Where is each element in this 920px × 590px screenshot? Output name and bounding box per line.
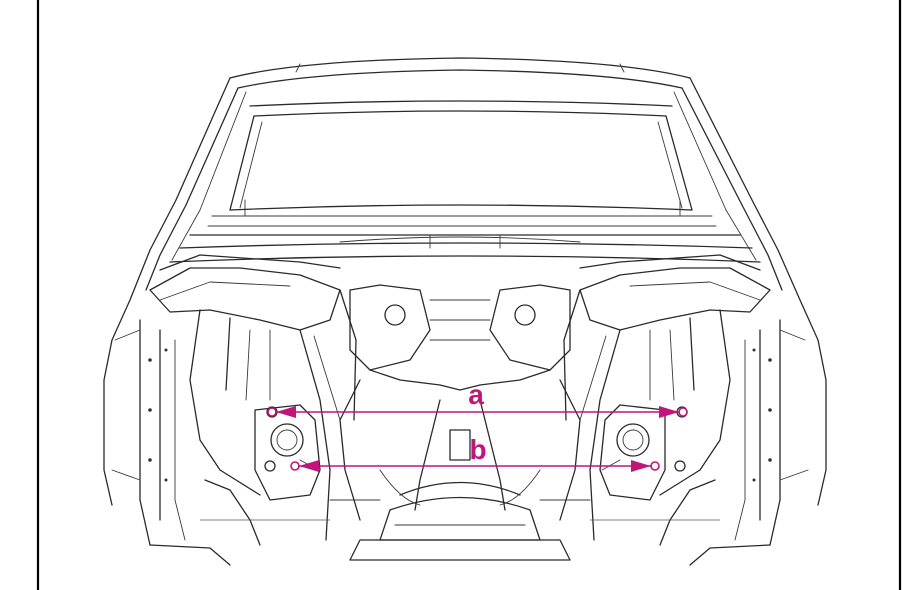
- a-pillar-right: [725, 199, 827, 506]
- center-tunnel: [349, 399, 571, 561]
- measurement-b: b: [290, 434, 660, 472]
- left-suspension-mount: [254, 404, 321, 501]
- right-suspension-mount: [599, 404, 688, 501]
- right-strut-tower: [563, 267, 771, 541]
- right-body-side: [689, 319, 809, 566]
- label-a: a: [468, 379, 484, 410]
- left-body-side: [111, 319, 231, 566]
- a-pillar-left: [103, 199, 201, 506]
- left-strut-tower: [149, 267, 357, 541]
- endpoint-b-right: [650, 461, 660, 471]
- endpoint-b-left: [290, 461, 300, 471]
- endpoint-a-right: [678, 407, 688, 417]
- arrowhead-a-right: [659, 406, 679, 418]
- cowl-panel: [159, 234, 761, 271]
- arrowhead-a-left: [276, 406, 296, 418]
- arrowhead-b-left: [299, 460, 319, 472]
- endpoint-a-left: [267, 407, 277, 417]
- label-b: b: [469, 434, 486, 465]
- measurement-a: a: [267, 379, 688, 418]
- lower-rails: [200, 479, 720, 546]
- roof-outline: [175, 57, 753, 211]
- windshield-frame: [207, 100, 717, 227]
- firewall: [339, 284, 581, 521]
- arrowhead-b-right: [631, 460, 651, 472]
